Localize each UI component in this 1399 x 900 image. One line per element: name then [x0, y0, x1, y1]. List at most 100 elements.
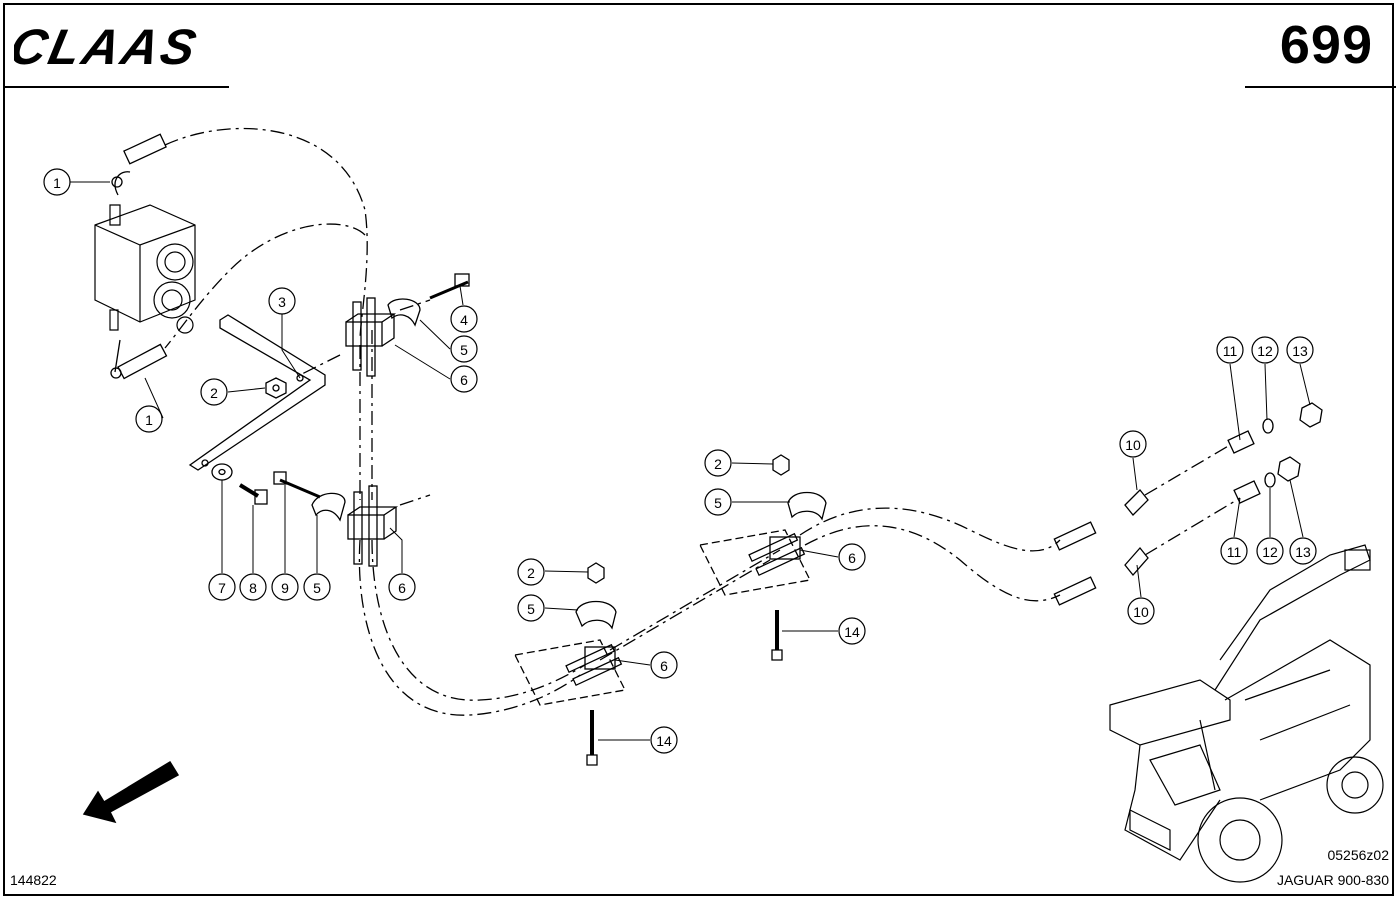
callout-label: 7	[218, 580, 226, 596]
forage-harvester-illustration	[1109, 544, 1384, 883]
callout-label: 13	[1295, 544, 1311, 560]
callout-circle	[200, 378, 228, 406]
callout-circle	[650, 726, 678, 754]
model-name: JAGUAR 900-830	[1276, 872, 1389, 888]
callout-label: 9	[281, 580, 289, 596]
callout-circle	[1289, 537, 1317, 565]
callout-c2b: 2	[517, 558, 545, 586]
callout-label: 3	[278, 294, 286, 310]
callout-c5b: 5	[303, 573, 331, 601]
callout-circle	[1220, 537, 1248, 565]
callout-label: 5	[460, 342, 468, 358]
callout-label: 2	[527, 565, 535, 581]
callout-c7: 7	[208, 573, 236, 601]
callout-circle	[1127, 597, 1155, 625]
callout-c6b: 6	[388, 573, 416, 601]
callout-label: 6	[460, 372, 468, 388]
callout-label: 8	[249, 580, 257, 596]
callout-circle	[838, 617, 866, 645]
callout-label: 10	[1125, 437, 1141, 453]
clamp-assembly-lower	[273, 471, 399, 567]
bracket-part-3	[188, 314, 326, 471]
callout-label: 1	[53, 175, 61, 191]
clamp-assembly-right	[699, 454, 827, 661]
callout-c14a: 14	[650, 726, 678, 754]
callout-circle	[1251, 336, 1279, 364]
callout-circle	[450, 305, 478, 333]
callout-circle	[1286, 336, 1314, 364]
callout-circle	[704, 449, 732, 477]
page-number: 699	[1279, 15, 1373, 75]
callout-circle	[239, 573, 267, 601]
control-valve-block	[94, 204, 196, 334]
callout-circle	[450, 335, 478, 363]
direction-arrow-icon	[82, 760, 180, 824]
hose-fittings-valve	[110, 133, 168, 380]
hose-couplings-right	[1053, 402, 1323, 606]
clamp-assembly-middle	[514, 562, 626, 766]
callout-c14b: 14	[838, 617, 866, 645]
callout-c12a: 12	[1251, 336, 1279, 364]
callout-circle	[1216, 336, 1244, 364]
callout-c9: 9	[271, 573, 299, 601]
callout-label: 13	[1292, 343, 1308, 359]
callout-label: 11	[1227, 544, 1242, 560]
callout-label: 6	[660, 658, 668, 674]
callout-circle	[838, 543, 866, 571]
callout-label: 14	[844, 624, 860, 640]
callout-c13a: 13	[1286, 336, 1314, 364]
callout-label: 10	[1133, 604, 1149, 620]
callout-label: 5	[714, 495, 722, 511]
page-frame	[3, 3, 1394, 896]
callout-c4: 4	[450, 305, 478, 333]
callout-c6a: 6	[450, 365, 478, 393]
callout-circle	[1119, 430, 1147, 458]
callout-label: 5	[527, 601, 535, 617]
callout-circle	[650, 651, 678, 679]
callout-c2a: 2	[200, 378, 228, 406]
callout-label: 14	[656, 733, 672, 749]
callout-c3: 3	[268, 287, 296, 315]
hydraulic-hose-lines	[164, 127, 1241, 716]
callout-c10a: 10	[1119, 430, 1147, 458]
callout-c1b: 1	[135, 405, 163, 433]
logo-underline	[3, 86, 229, 88]
callout-leader-lines	[70, 181, 1311, 741]
callout-c13b: 13	[1289, 537, 1317, 565]
callout-label: 6	[398, 580, 406, 596]
callout-circle	[1256, 537, 1284, 565]
callout-c2c: 2	[704, 449, 732, 477]
callout-label: 2	[714, 456, 722, 472]
callout-label: 12	[1262, 544, 1278, 560]
callout-circle	[43, 168, 71, 196]
page-number-underline	[1245, 86, 1396, 88]
clamp-assembly-upper	[345, 273, 470, 377]
callout-circle	[704, 488, 732, 516]
callout-label: 2	[210, 385, 218, 401]
callout-circle	[517, 558, 545, 586]
callout-label: 1	[145, 412, 153, 428]
callout-circle	[268, 287, 296, 315]
callout-circle	[450, 365, 478, 393]
callout-circle	[135, 405, 163, 433]
washer-part-7	[211, 463, 233, 481]
drawing-number: 144822	[10, 872, 57, 888]
callout-label: 12	[1257, 343, 1273, 359]
callout-c6c: 6	[650, 651, 678, 679]
callout-label: 5	[313, 580, 321, 596]
callout-c5c: 5	[517, 594, 545, 622]
callout-label: 11	[1223, 343, 1238, 359]
reference-code: 05256z02	[1327, 847, 1389, 863]
callout-c5a: 5	[450, 335, 478, 363]
svg-text:CLAAS: CLAAS	[14, 22, 204, 70]
callout-c5d: 5	[704, 488, 732, 516]
callout-label: 6	[848, 550, 856, 566]
callout-c12b: 12	[1256, 537, 1284, 565]
callout-circle	[208, 573, 236, 601]
callout-c8: 8	[239, 573, 267, 601]
callout-circle	[517, 594, 545, 622]
callout-c6d: 6	[838, 543, 866, 571]
callout-circle	[388, 573, 416, 601]
